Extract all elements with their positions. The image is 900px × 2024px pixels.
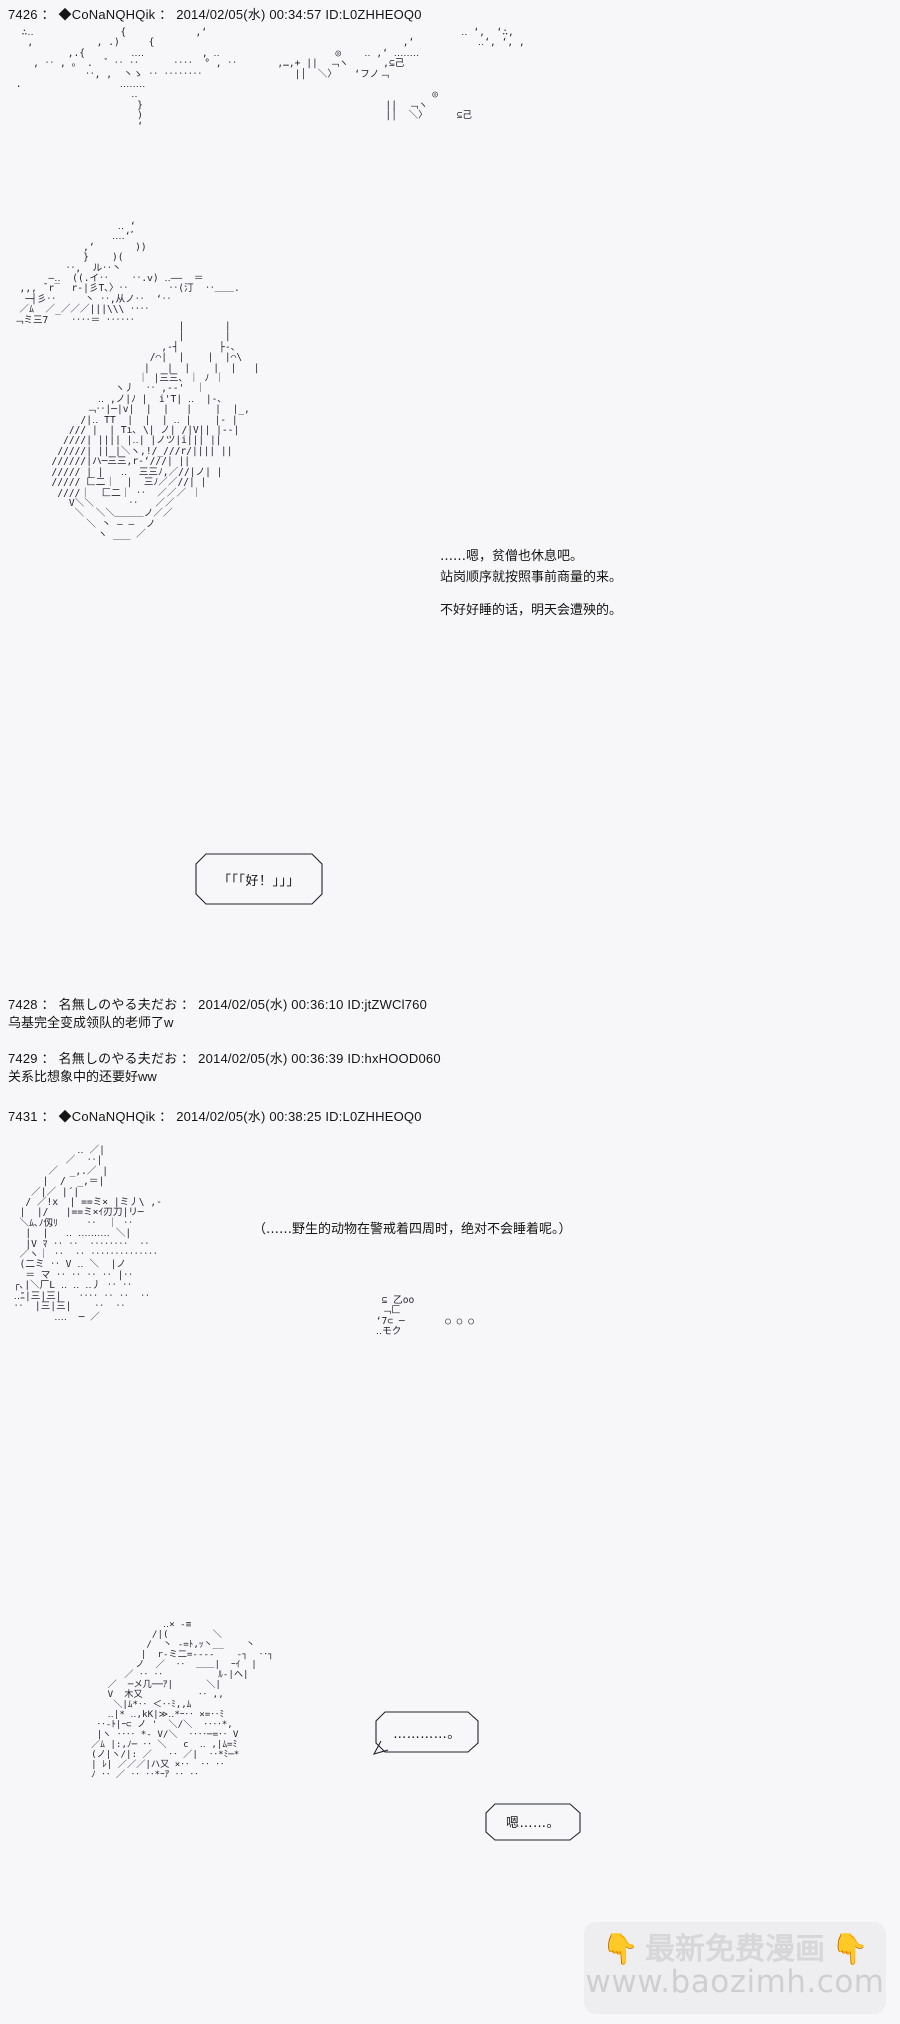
speech-balloon-dots-text: …………。 [393, 1726, 461, 1742]
post-header-7428: 7428 ： 名無しのやる夫だお ： 2014/02/05(水) 00:36:1… [8, 997, 428, 1012]
watermark: 👇 最新免费漫画 👇 www.baozimh.com [584, 1922, 886, 2014]
speech-balloon-hmm: 嗯……。 [482, 1798, 584, 1844]
dialogue-monk-warning: 不好好睡的话，明天会遭殃的。 [440, 603, 623, 618]
ascii-art-second-scene-right: ⊆ 乙oo ﹁匚 ʻ7⊂ ─ ○ ○ ○ ‥モク [375, 1295, 474, 1338]
ascii-art-second-scene-left: ‥ ／| ／ ‥| ／ _,.／ | | / _,＝| ／|／ |´| / ／!… [13, 1145, 162, 1323]
pointing-down-hand-icon-right: 👇 [831, 1932, 869, 1968]
post-body-7428: 乌基完全变成领队的老师了w [8, 1015, 174, 1030]
dialogue-monk-lines: ……嗯，贫僧也休息吧。 站岗顺序就按照事前商量的来。 [440, 549, 623, 585]
watermark-title-row: 👇 最新免费漫画 👇 [602, 1935, 869, 1965]
narration-wild-animals: （……野生的动物在警戒着四周时，绝对不会睡着呢。） [253, 1222, 572, 1237]
post-header-7429: 7429 ： 名無しのやる夫だお ： 2014/02/05(水) 00:36:3… [8, 1051, 441, 1066]
post-header-7426: 7426 ： ◆CoNaNQHQik ： 2014/02/05(水) 00:34… [8, 7, 422, 22]
speech-balloon-group-reply-text: 「「「好！」」」 [217, 873, 300, 889]
post-header-7431: 7431 ： ◆CoNaNQHQik ： 2014/02/05(水) 00:38… [8, 1109, 422, 1124]
ascii-art-top-sparse: ∴‥ { ,ʻ ‥ ʻ, ʻ∴, , , .) { ,ʻ ‥ʻ, ʻ, , ,.… [15, 27, 525, 132]
ascii-art-figure-head: ‥ ʻ ‥‥ʻ゛ ,ʻ )) } )( ‥, ル‥丶 ―‥ ((.イ‥ ‥.ⅴ)… [13, 221, 240, 326]
post-body-7429: 关系比想象中的还要好ww [8, 1069, 157, 1084]
ascii-art-bottom-creature: ‥× ‐≡ /|( ＼ / 丶 ‐=ﾄ,ｯ丶__ 丶 | r‐ミ二=--‐‐ ‐… [91, 1619, 274, 1780]
watermark-url: www.baozimh.com [585, 1964, 885, 2001]
pointing-down-hand-icon-left: 👇 [601, 1932, 639, 1968]
speech-balloon-group-reply: 「「「好！」」」 [192, 850, 326, 908]
speech-balloon-hmm-text: 嗯……。 [505, 1815, 560, 1831]
watermark-title: 最新免费漫画 [645, 1932, 825, 1968]
ascii-art-figure-body: | | | | ,‐┤ ├‐、 /⌒| | | |⌒\ | | | | | | … [51, 321, 260, 541]
speech-balloon-dots: …………。 [372, 1708, 482, 1756]
